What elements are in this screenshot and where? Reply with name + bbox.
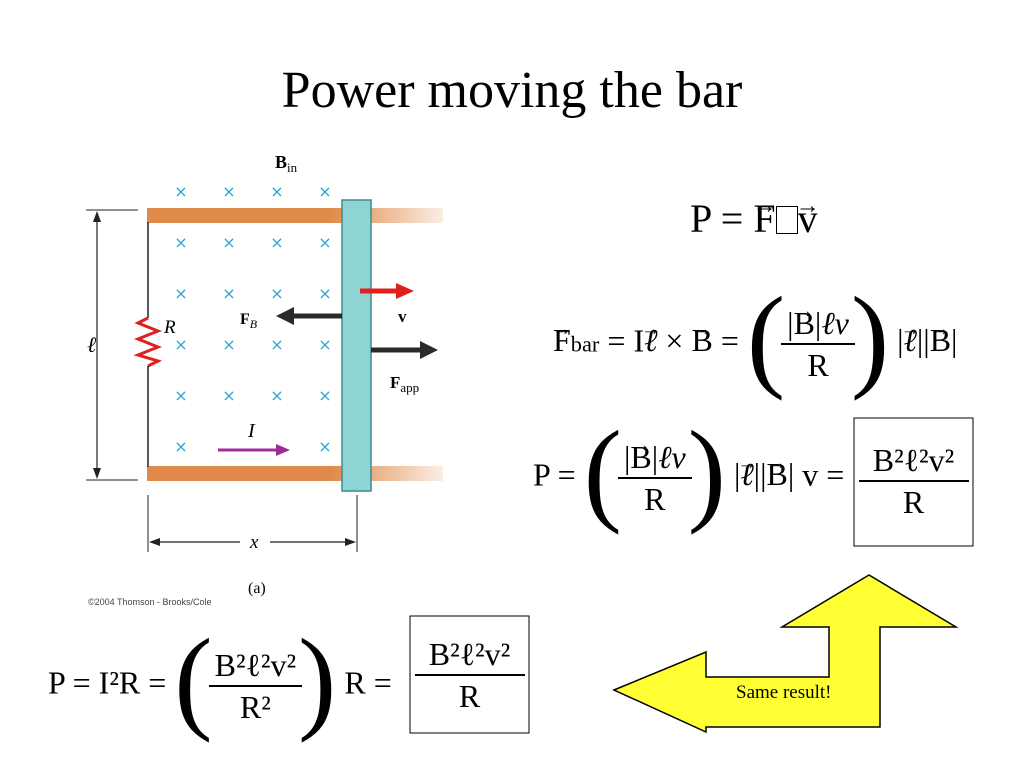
field-cross: × bbox=[174, 437, 187, 456]
field-cross: × bbox=[222, 335, 235, 354]
field-cross: × bbox=[318, 284, 331, 303]
force-b-arrowhead bbox=[276, 307, 294, 325]
power-result-fraction: B²ℓ²v² R bbox=[856, 440, 971, 522]
force-bar-equation: Fbar = Iℓ × B = ( |B|ℓv R ) |ℓ||B| bbox=[553, 280, 957, 395]
field-cross: × bbox=[222, 233, 235, 252]
power-derivation-equation: P = ( |B|ℓv R ) |ℓ||B| v = bbox=[533, 414, 844, 529]
slide-title: Power moving the bar bbox=[281, 62, 743, 119]
result-box-bottom bbox=[409, 615, 530, 734]
field-cross: × bbox=[270, 335, 283, 354]
joule-power-equation: P = I²R = ( B²ℓ²v² R² ) R = bbox=[48, 616, 392, 743]
velocity-label: v bbox=[398, 307, 407, 326]
moving-bar bbox=[341, 199, 372, 492]
position-label: x bbox=[249, 532, 259, 553]
field-cross: × bbox=[222, 284, 235, 303]
figure-credit: ©2004 Thomson - Brooks/Cole bbox=[88, 597, 212, 607]
current-label: I bbox=[247, 420, 256, 442]
length-label: ℓ bbox=[87, 332, 97, 357]
field-cross: × bbox=[318, 233, 331, 252]
field-label: Bin bbox=[275, 152, 298, 175]
figure-panel bbox=[86, 150, 478, 610]
x-arrowhead-left bbox=[149, 538, 160, 546]
top-rail bbox=[147, 208, 443, 223]
joule-power-result-fraction: B²ℓ²v² R bbox=[412, 634, 527, 716]
current-arrowhead bbox=[276, 444, 290, 456]
panel-label: (a) bbox=[248, 580, 266, 597]
same-result-callout-text: Same result! bbox=[736, 682, 832, 703]
field-cross: × bbox=[270, 386, 283, 405]
field-cross: × bbox=[318, 335, 331, 354]
velocity-arrowhead bbox=[396, 283, 414, 299]
field-cross: × bbox=[222, 182, 235, 201]
dot-product-glyph bbox=[775, 206, 798, 234]
field-cross: × bbox=[174, 284, 187, 303]
same-result-callout-arrow bbox=[612, 574, 959, 734]
power-definition-equation: P = Fv bbox=[690, 199, 818, 239]
field-cross: × bbox=[222, 386, 235, 405]
field-cross: × bbox=[270, 284, 283, 303]
field-cross: × bbox=[174, 386, 187, 405]
velocity-vector: v bbox=[798, 199, 818, 239]
field-cross: × bbox=[174, 233, 187, 252]
force-app-label: Fapp bbox=[390, 373, 419, 395]
x-arrowhead-right bbox=[345, 538, 356, 546]
field-cross: × bbox=[174, 335, 187, 354]
field-cross: × bbox=[318, 437, 331, 456]
field-cross: × bbox=[270, 233, 283, 252]
field-cross: × bbox=[270, 182, 283, 201]
resistor-label: R bbox=[163, 317, 176, 338]
force-app-arrowhead bbox=[420, 341, 438, 359]
field-cross: × bbox=[318, 182, 331, 201]
bottom-rail bbox=[147, 466, 443, 481]
force-vector: F bbox=[753, 199, 775, 239]
field-crosses: × × × × × × × × × × × × × × × × × × × × … bbox=[174, 182, 331, 456]
field-cross: × bbox=[318, 386, 331, 405]
field-cross: × bbox=[174, 182, 187, 201]
length-arrowhead-down bbox=[93, 468, 101, 479]
force-b-label: FB bbox=[240, 311, 258, 331]
resistor-symbol bbox=[133, 316, 163, 368]
result-box bbox=[853, 417, 974, 547]
length-arrowhead-up bbox=[93, 211, 101, 222]
